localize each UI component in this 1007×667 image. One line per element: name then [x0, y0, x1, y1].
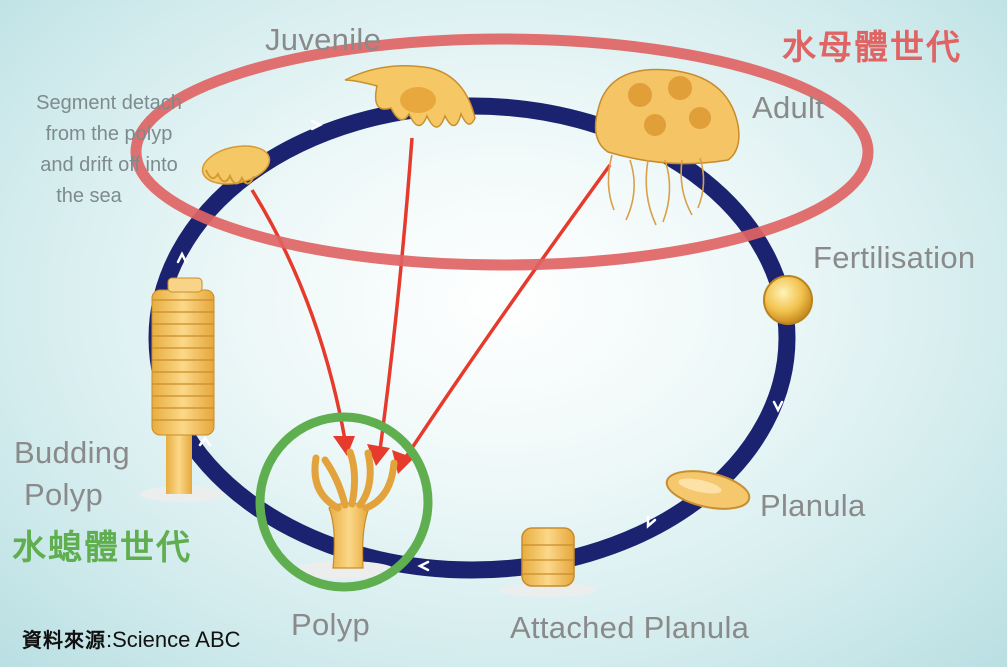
ephyra-segment — [201, 145, 271, 185]
budding-polyp-line1: Budding — [14, 435, 130, 470]
red-arrowheads — [333, 436, 414, 474]
segment-note-line2: from the polyp — [45, 123, 173, 145]
adult-label: Adult — [752, 90, 825, 125]
budding-polyp-line2: Polyp — [24, 477, 104, 512]
segment-note-line3: and drift off into — [40, 154, 178, 176]
source-credit-label: 資料來源 — [22, 628, 106, 652]
segment-detach-note: Segment detach from the polyp and drift … — [14, 88, 204, 212]
source-credit-separator: : — [106, 627, 113, 652]
source-credit-value: Science ABC — [112, 627, 241, 652]
segment-note-line1: Segment detach — [36, 92, 182, 114]
red-arrows — [250, 137, 612, 461]
polyp-generation-label: 水螅體世代 — [12, 528, 192, 568]
planula-label: Planula — [760, 488, 866, 523]
source-credit: 資料來源:Science ABC — [22, 624, 241, 653]
attached-planula — [500, 527, 596, 597]
segment-note-line4: the sea — [56, 185, 122, 207]
budding-polyp-label: Budding Polyp — [14, 432, 130, 516]
polyp — [295, 448, 398, 579]
planula-larva — [665, 470, 751, 510]
juvenile-label: Juvenile — [265, 22, 382, 57]
adult-jellyfish — [594, 68, 740, 226]
fertilisation-label: Fertilisation — [813, 240, 976, 275]
polyp-label: Polyp — [291, 607, 371, 642]
attached-planula-label: Attached Planula — [510, 610, 750, 645]
fertilised-egg — [763, 275, 813, 325]
medusa-generation-label: 水母體世代 — [782, 28, 962, 68]
polyp-generation-highlight — [255, 412, 433, 592]
medusa-generation-highlight — [130, 33, 874, 271]
juvenile-jellyfish — [344, 64, 476, 128]
strobila-polyp — [140, 277, 224, 502]
